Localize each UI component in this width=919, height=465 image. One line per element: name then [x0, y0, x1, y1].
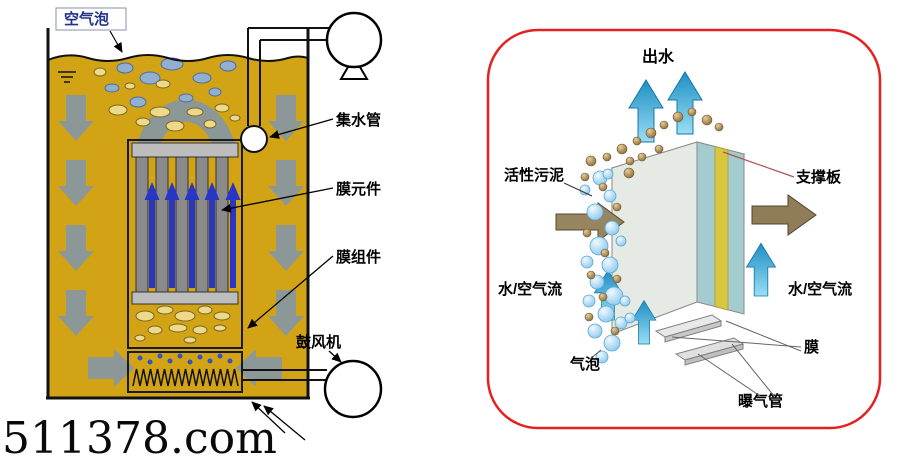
tank-walls: [46, 28, 310, 400]
label-effluent: 出水: [642, 47, 675, 66]
diffuser-coil: [132, 368, 239, 387]
label-activated-sludge: 活性污泥: [504, 166, 564, 184]
bubble-cluster: [579, 107, 724, 364]
leader-membrane-element: [221, 187, 334, 213]
support-plate-stripe: [714, 146, 729, 311]
leader-activated-sludge: [563, 182, 593, 197]
leader-support-plate: [722, 151, 795, 178]
label-collector-pipe: 集水管: [335, 111, 381, 129]
collector-pipe-circle: [240, 125, 268, 153]
flow-arrow-right: [751, 194, 817, 236]
label-air-bubble: 空气泡: [64, 10, 109, 28]
label-blower: 鼓风机: [296, 333, 341, 351]
membrane-slab-3d: [610, 141, 746, 335]
watermark-text: 511378.com: [2, 413, 277, 464]
label-membrane: 膜: [804, 338, 819, 356]
effluent-arrows: [628, 71, 703, 143]
membrane-plates: [135, 156, 229, 293]
label-water-air-flow-left: 水/空气流: [498, 280, 562, 298]
leader-bubble: [589, 349, 602, 360]
aeration-fine-bubbles: [137, 353, 233, 365]
leader-aeration-1: [697, 353, 761, 397]
module-bottom-bubbles: [134, 305, 231, 344]
circulation-arrows: [58, 95, 304, 387]
aerator-box: [127, 351, 243, 393]
left-labels: 空气泡 集水管 膜元件 膜组件 鼓风机: [55, 7, 381, 363]
label-water-air-flow-right: 水/空气流: [788, 280, 852, 298]
earth-symbol: [58, 71, 76, 83]
bottom-header: [131, 291, 239, 305]
label-bubble: 气泡: [569, 355, 600, 373]
blower-circle: [323, 359, 383, 419]
leader-aeration-2: [731, 343, 775, 397]
leader-air-bubble: [109, 30, 123, 53]
leader-collector-pipe: [269, 118, 334, 139]
membrane-module: [127, 139, 243, 393]
piping: [242, 27, 329, 381]
red-rounded-border: [486, 28, 882, 430]
leader-blower: [328, 350, 342, 363]
top-pump: [325, 11, 383, 80]
label-membrane-element: 膜元件: [336, 180, 381, 198]
bottom-pointer-lines: [251, 401, 306, 441]
airlift-arrow-right: [746, 242, 776, 297]
label-aeration-pipe: 曝气管: [738, 392, 783, 410]
aeration-pipes: [654, 314, 745, 366]
module-3d-diagram: 出水 活性污泥 支撑板 水/空气流 水/空气流 气泡 膜 曝气管: [486, 28, 882, 430]
label-membrane-module: 膜组件: [336, 248, 381, 266]
right-labels: 出水 活性污泥 支撑板 水/空气流 水/空气流 气泡 膜 曝气管: [498, 47, 852, 410]
top-collector-header: [131, 142, 239, 158]
leader-membrane-2: [725, 320, 802, 352]
label-support-plate: 支撑板: [795, 168, 842, 186]
leader-membrane-1: [671, 336, 802, 348]
leader-membrane-module: [247, 255, 334, 329]
tank-schematic: 空气泡 集水管 膜元件 膜组件 鼓风机 511378.com: [2, 7, 383, 464]
